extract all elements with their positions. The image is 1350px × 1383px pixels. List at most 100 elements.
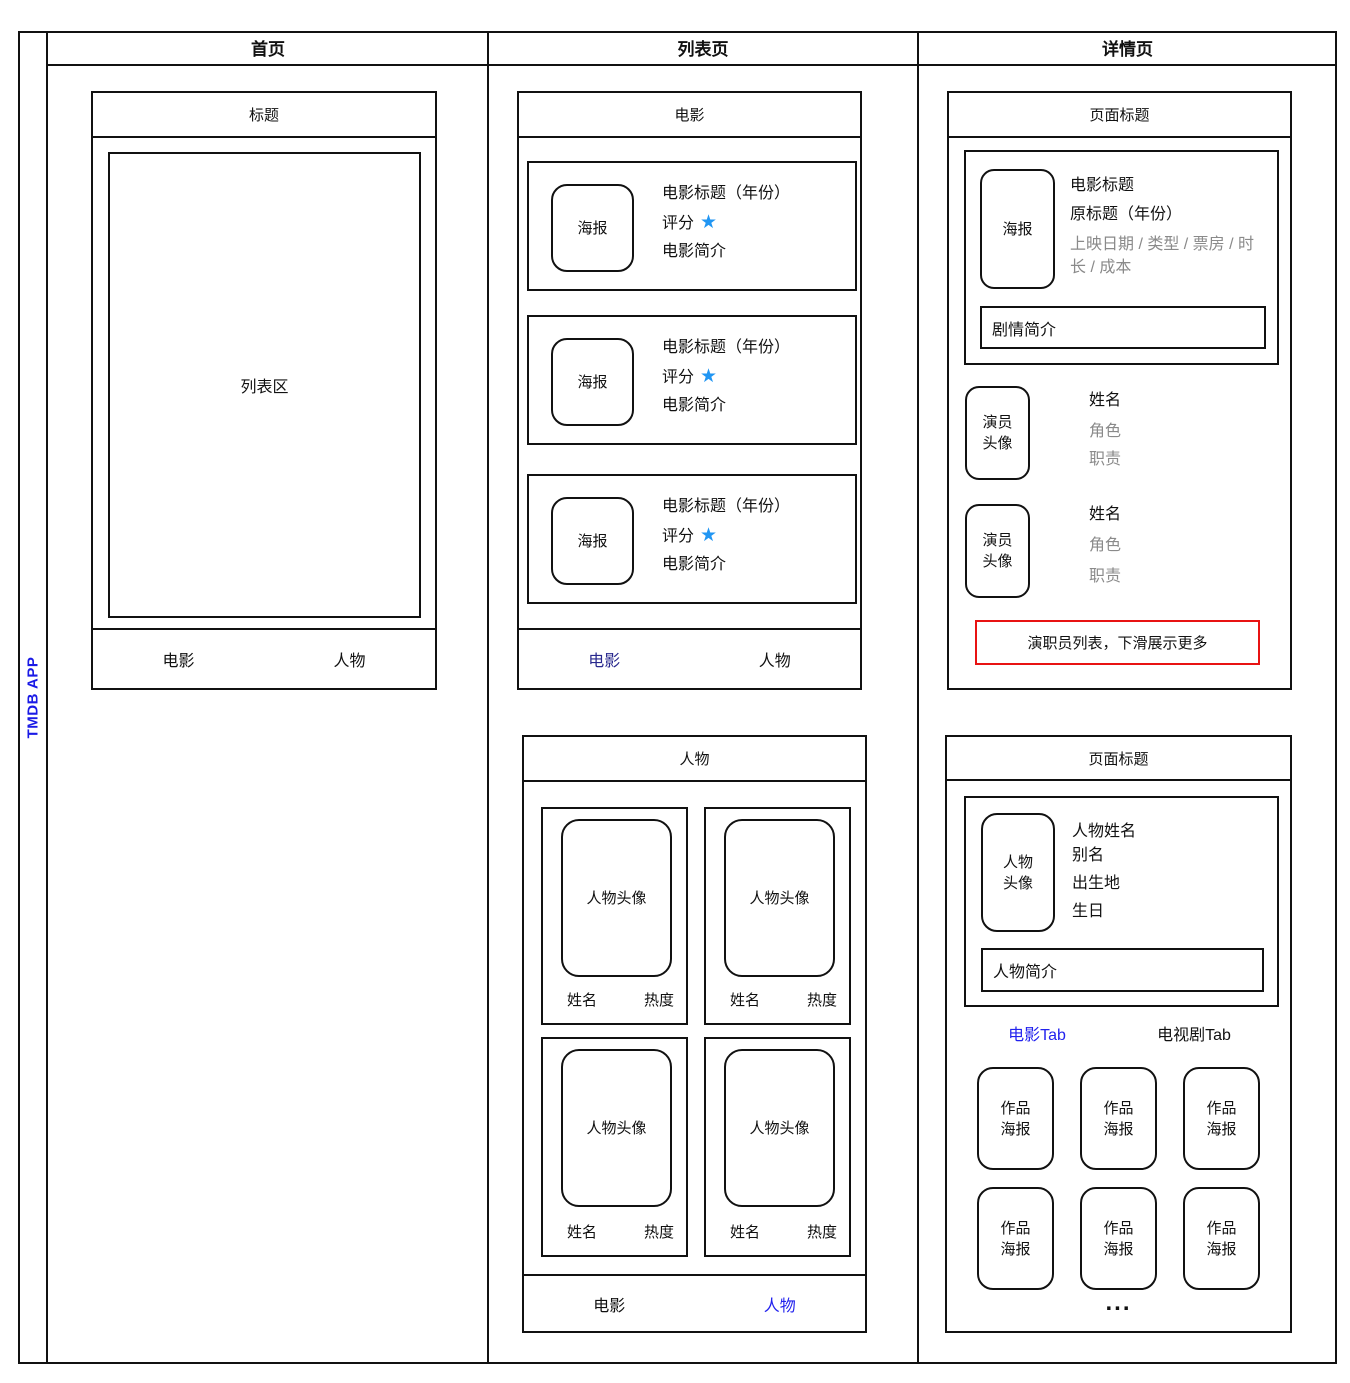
header-row-divider	[48, 64, 1337, 66]
person-name: 姓名	[567, 992, 598, 1009]
home-tab-movies[interactable]: 电影	[162, 653, 195, 670]
person-detail-header: 页面标题	[947, 737, 1290, 781]
person-avatar-placeholder: 人物头像	[561, 819, 672, 977]
movie-synopsis-box: 剧情简介	[980, 306, 1266, 349]
movie-card[interactable]: 海报 电影标题（年份） 评分 ★ 电影简介	[527, 315, 857, 445]
person-detail-header-title: 页面标题	[1088, 750, 1149, 768]
person-avatar-placeholder: 人物头像	[561, 1049, 672, 1207]
movie-list-header-title: 电影	[674, 107, 705, 124]
person-card-labels: 姓名 热度	[567, 989, 674, 1010]
person-detail-tab-movies-active[interactable]: 电影Tab	[1008, 1027, 1066, 1044]
cast-name: 姓名	[1089, 392, 1122, 409]
work-poster[interactable]: 作品 海报	[1080, 1067, 1157, 1170]
work-poster[interactable]: 作品 海报	[1183, 1187, 1260, 1290]
movie-detail-title: 电影标题	[1070, 177, 1135, 194]
person-popularity: 热度	[806, 1224, 837, 1241]
cast-name: 姓名	[1089, 506, 1122, 523]
work-poster[interactable]: 作品 海报	[977, 1067, 1054, 1170]
movie-card[interactable]: 海报 电影标题（年份） 评分★ 电影简介	[527, 474, 857, 604]
cast-avatar-placeholder: 演员 头像	[965, 504, 1030, 598]
person-card[interactable]: 人物头像 姓名 热度	[541, 1037, 688, 1257]
works-grid: 作品 海报 作品 海报 作品 海报 作品 海报 作品 海报 作品 海报	[977, 1067, 1267, 1290]
person-popularity: 热度	[643, 1224, 674, 1241]
movie-list-header: 电影	[519, 93, 860, 138]
person-card[interactable]: 人物头像 姓名 热度	[541, 807, 688, 1025]
person-avatar-placeholder: 人物头像	[724, 1049, 835, 1207]
brand-strip-divider	[46, 31, 48, 1364]
cast-role: 角色	[1089, 537, 1122, 554]
person-name: 姓名	[730, 992, 761, 1009]
work-poster[interactable]: 作品 海报	[1080, 1187, 1157, 1290]
home-list-area[interactable]: 列表区	[108, 152, 421, 618]
person-detail-name: 人物姓名	[1072, 823, 1137, 840]
person-detail-alias: 别名	[1072, 847, 1105, 864]
work-poster[interactable]: 作品 海报	[977, 1187, 1054, 1290]
movie-card[interactable]: 海报 电影标题（年份） 评分 ★ 电影简介	[527, 161, 857, 291]
person-popularity: 热度	[806, 992, 837, 1009]
movie-detail-screen: 页面标题 海报 电影标题 原标题（年份） 上映日期 / 类型 / 票房 / 时长…	[947, 91, 1292, 690]
cast-duty: 职责	[1089, 568, 1122, 585]
person-info-card: 人物 头像 人物姓名 别名 出生地 生日 人物简介	[964, 796, 1279, 1007]
cast-avatar-placeholder: 演员 头像	[965, 386, 1030, 480]
movie-title: 电影标题（年份）	[662, 498, 791, 515]
star-icon: ★	[700, 212, 718, 233]
movie-detail-meta: 上映日期 / 类型 / 票房 / 时长 / 成本	[1070, 236, 1255, 276]
person-card[interactable]: 人物头像 姓名 热度	[704, 1037, 851, 1257]
person-detail-tab-tv[interactable]: 电视剧Tab	[1157, 1027, 1231, 1044]
cast-duty: 职责	[1089, 451, 1122, 468]
brand-strip: TMDB APP	[18, 31, 48, 1364]
movie-title: 电影标题（年份）	[662, 339, 791, 356]
movie-detail-header-title: 页面标题	[1089, 107, 1150, 124]
person-list-screen: 人物 人物头像 姓名 热度 人物头像 姓名 热度 人物头像 姓名 热度 人物头像	[522, 735, 867, 1333]
person-card[interactable]: 人物头像 姓名 热度	[704, 807, 851, 1025]
movie-rating-label: 评分	[662, 215, 695, 232]
person-list-tab-movies[interactable]: 电影	[593, 1297, 626, 1315]
movie-list-tab-people[interactable]: 人物	[758, 653, 791, 670]
brand-label: TMDB APP	[24, 656, 42, 739]
movie-info-card: 海报 电影标题 原标题（年份） 上映日期 / 类型 / 票房 / 时长 / 成本…	[964, 150, 1279, 365]
column-divider-2	[917, 31, 919, 1364]
column-header-home: 首页	[251, 40, 285, 59]
person-list-header: 人物	[524, 737, 865, 782]
work-poster[interactable]: 作品 海报	[1183, 1067, 1260, 1170]
home-tab-people[interactable]: 人物	[333, 653, 366, 670]
person-list-tabbar: 电影 人物	[524, 1274, 865, 1331]
person-list-tab-people-active[interactable]: 人物	[763, 1297, 796, 1315]
column-header-detail: 详情页	[1102, 40, 1153, 59]
outer-frame	[18, 31, 1337, 1364]
movie-list-screen: 电影 海报 电影标题（年份） 评分 ★ 电影简介 海报 电影标题（年份） 评分 ★ …	[517, 91, 862, 690]
movie-detail-original-title: 原标题（年份）	[1070, 206, 1183, 223]
column-header-list: 列表页	[677, 40, 729, 59]
person-name: 姓名	[567, 1224, 598, 1241]
more-indicator: ...	[1105, 1289, 1132, 1316]
movie-rating-label: 评分	[662, 528, 695, 545]
movie-rating: 评分 ★	[662, 366, 717, 389]
movie-poster-placeholder: 海报	[551, 184, 634, 272]
person-list-header-title: 人物	[679, 751, 710, 768]
movie-summary: 电影简介	[662, 243, 727, 260]
movie-detail-header: 页面标题	[949, 93, 1290, 138]
movie-title: 电影标题（年份）	[662, 185, 791, 202]
movie-rating-label: 评分	[662, 369, 695, 386]
movie-rating: 评分 ★	[662, 212, 717, 235]
home-tabbar: 电影 人物	[93, 628, 435, 688]
person-detail-birthday: 生日	[1072, 903, 1105, 920]
person-name: 姓名	[730, 1224, 761, 1241]
home-screen: 标题 列表区 电影 人物	[91, 91, 437, 690]
cast-list-annotation: 演职员列表，下滑展示更多	[975, 620, 1260, 665]
movie-list-tab-movies-active[interactable]: 电影	[588, 653, 621, 670]
person-card-labels: 姓名 热度	[730, 1221, 837, 1242]
person-avatar-placeholder: 人物头像	[724, 819, 835, 977]
star-icon: ★	[700, 366, 718, 387]
home-header: 标题	[93, 93, 435, 138]
movie-poster-placeholder: 海报	[551, 338, 634, 426]
person-detail-avatar-placeholder: 人物 头像	[981, 813, 1055, 932]
movie-summary: 电影简介	[662, 397, 727, 414]
star-icon: ★	[700, 525, 718, 546]
movie-poster-placeholder: 海报	[551, 497, 634, 585]
movie-list-tabbar: 电影 人物	[519, 628, 860, 688]
person-detail-birthplace: 出生地	[1072, 875, 1121, 892]
person-detail-screen: 页面标题 人物 头像 人物姓名 别名 出生地 生日 人物简介 电影Tab 电视剧…	[945, 735, 1292, 1333]
cast-role: 角色	[1089, 423, 1122, 440]
